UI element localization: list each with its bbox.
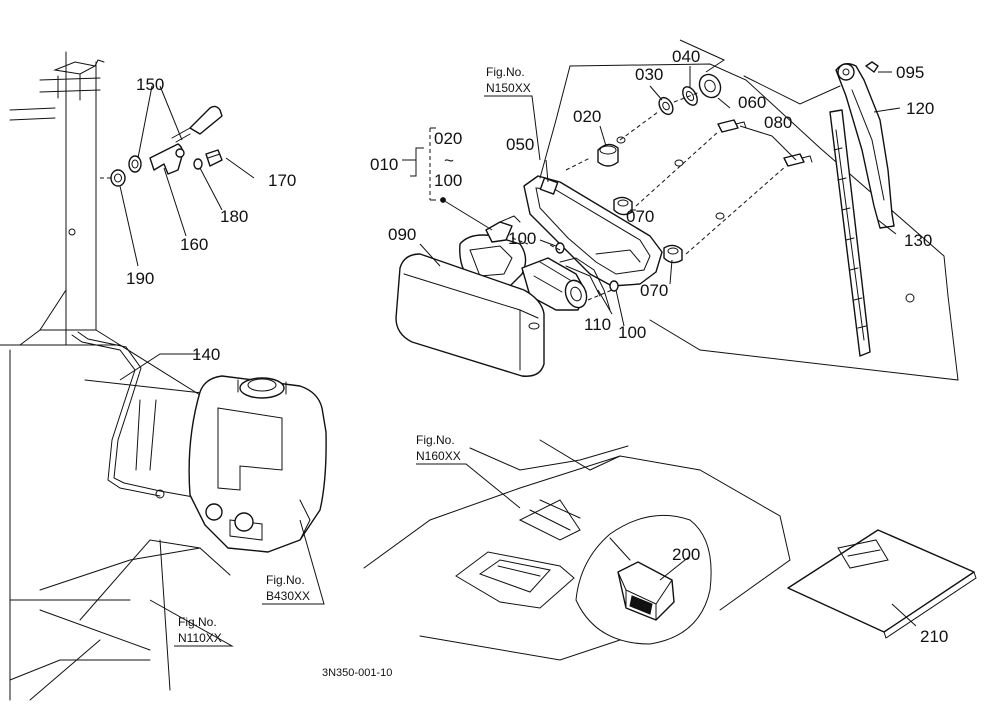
fig-ref-n160-line2: N160XX — [416, 449, 461, 463]
callout-070-upper: 070 — [626, 207, 654, 226]
wiper-arm — [835, 61, 895, 229]
callout-100-upper: 100 — [508, 229, 536, 248]
callout-range-tilde: ~ — [444, 151, 454, 170]
callout-120: 120 — [906, 99, 934, 118]
callout-190: 190 — [126, 269, 154, 288]
callout-050: 050 — [506, 135, 534, 154]
callout-020-range: 020 — [434, 129, 462, 148]
assembly-dash-lines — [429, 91, 787, 301]
callout-090: 090 — [388, 225, 416, 244]
dash-panel — [363, 439, 791, 661]
operators-manual — [787, 529, 977, 639]
cab-floor — [39, 539, 231, 691]
wiper-cover — [395, 253, 545, 377]
callout-150: 150 — [136, 75, 164, 94]
callout-100-lower: 100 — [618, 323, 646, 342]
callout-070-lower: 070 — [640, 281, 668, 300]
fig-ref-n110-line2: N110XX — [178, 631, 222, 645]
callout-020: 020 — [573, 107, 601, 126]
callout-100-range: 100 — [434, 171, 462, 190]
callout-060: 060 — [738, 93, 766, 112]
callout-labels: 010 020 ~ 100 020 030 040 050 060 070 07… — [126, 47, 948, 646]
fig-ref-b430-line2: B430XX — [266, 589, 310, 603]
callout-200: 200 — [672, 545, 700, 564]
callout-010: 010 — [370, 155, 398, 174]
callout-080: 080 — [764, 113, 792, 132]
fig-ref-b430-line1: Fig.No. — [266, 573, 305, 587]
callout-110: 110 — [584, 315, 611, 334]
drawing-code: 3N350-001-10 — [322, 667, 392, 679]
fig-ref-n150-line2: N150XX — [486, 81, 531, 95]
wiper-switch — [609, 537, 675, 621]
callout-180: 180 — [220, 207, 248, 226]
callout-030: 030 — [635, 65, 663, 84]
nozzle-assembly — [100, 105, 223, 187]
callout-170: 170 — [268, 171, 296, 190]
fig-ref-n110-line1: Fig.No. — [178, 615, 217, 629]
leader-lines — [119, 39, 917, 647]
callout-160: 160 — [180, 235, 208, 254]
wiper-mount-bracket — [523, 175, 663, 287]
fig-ref-n150-line1: Fig.No. — [486, 65, 525, 79]
figure-references: Fig.No. N150XX Fig.No. N160XX Fig.No. B4… — [178, 65, 531, 645]
callout-130: 130 — [904, 231, 932, 250]
wiring-harness — [559, 257, 611, 311]
callout-095: 095 — [896, 63, 924, 82]
pivot-hardware — [597, 73, 722, 167]
callout-040: 040 — [672, 47, 700, 66]
washer-tank — [188, 375, 327, 553]
callout-140: 140 — [192, 345, 220, 364]
fasteners — [555, 119, 813, 292]
callout-210: 210 — [920, 627, 948, 646]
wiper-blade — [829, 109, 871, 357]
cab-pillar — [0, 51, 201, 701]
fig-ref-n160-line1: Fig.No. — [416, 433, 455, 447]
rear-window-glass — [539, 63, 959, 381]
